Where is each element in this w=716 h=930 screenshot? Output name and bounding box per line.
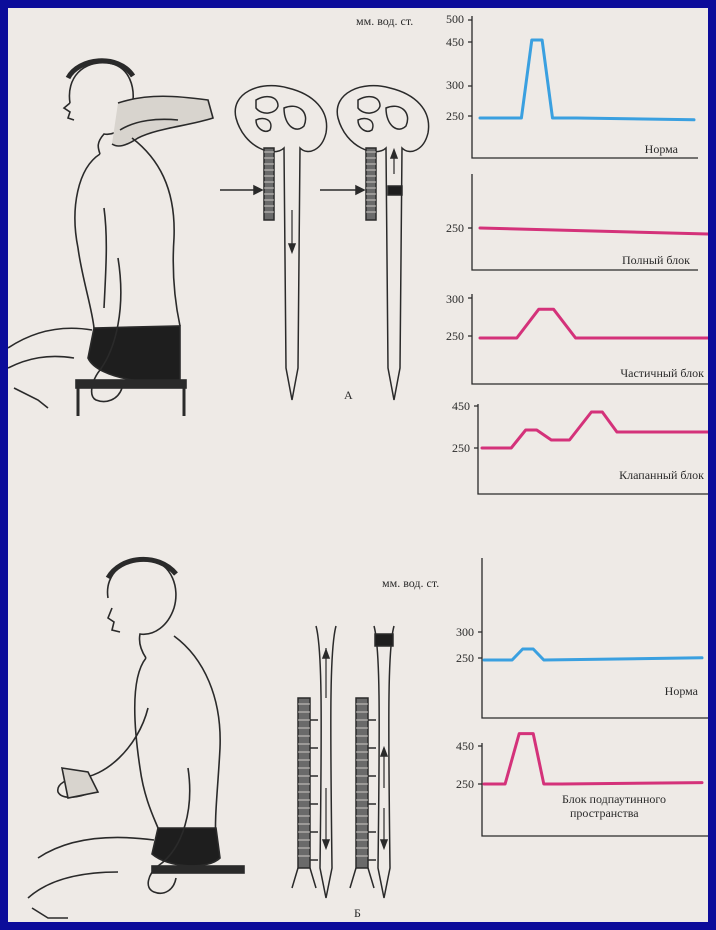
pressure-trace-a-2 bbox=[480, 309, 708, 338]
tick-a0-3: 250 bbox=[434, 109, 464, 124]
caption-partial-block: Частичный блок bbox=[620, 366, 704, 381]
tick-b1-0: 450 bbox=[444, 739, 474, 754]
spinal-diagram-a-block bbox=[320, 86, 429, 400]
caption-norm-b: Норма bbox=[665, 684, 698, 699]
section-letter-b: Б bbox=[354, 906, 361, 921]
tick-b0-1: 250 bbox=[444, 651, 474, 666]
caption-subarachnoid-line1: Блок подпаутинного bbox=[562, 792, 666, 806]
tick-a1-0: 250 bbox=[434, 221, 464, 236]
pressure-trace-a-0 bbox=[480, 40, 694, 120]
chart-series-group-b bbox=[484, 649, 702, 784]
pressure-trace-a-1 bbox=[480, 228, 708, 234]
tick-a0-2: 300 bbox=[434, 78, 464, 93]
pressure-trace-b-0 bbox=[484, 649, 702, 660]
tick-a0-0: 500 bbox=[434, 12, 464, 27]
spinal-diagram-a-normal bbox=[220, 86, 327, 400]
spinal-diagram-b-normal bbox=[292, 626, 336, 898]
tick-a2-1: 250 bbox=[434, 329, 464, 344]
caption-subarachnoid-block: Блок подпаутинного пространства bbox=[562, 792, 666, 820]
caption-full-block: Полный блок bbox=[622, 253, 690, 268]
tick-b1-1: 250 bbox=[444, 777, 474, 792]
patient-figure-a bbox=[8, 61, 213, 416]
tick-a0-1: 450 bbox=[434, 35, 464, 50]
figure-page: мм. вод. ст. 500 450 300 250 Норма 250 П… bbox=[8, 8, 708, 922]
tick-a3-0: 450 bbox=[440, 399, 470, 414]
section-letter-a: А bbox=[344, 388, 353, 403]
caption-norm-a: Норма bbox=[645, 142, 678, 157]
chart-series-group-a bbox=[480, 40, 708, 448]
caption-valve-block: Клапанный блок bbox=[619, 468, 704, 483]
pressure-trace-b-1 bbox=[484, 734, 702, 784]
unit-label-a: мм. вод. ст. bbox=[356, 14, 413, 29]
illustration-canvas bbox=[8, 8, 708, 922]
tick-a2-0: 300 bbox=[434, 292, 464, 307]
tick-a3-1: 250 bbox=[440, 441, 470, 456]
patient-figure-b bbox=[28, 559, 244, 918]
tick-b0-0: 300 bbox=[444, 625, 474, 640]
spinal-diagram-b-block bbox=[350, 626, 394, 898]
pressure-trace-a-3 bbox=[482, 412, 708, 448]
unit-label-b: мм. вод. ст. bbox=[382, 576, 439, 591]
caption-subarachnoid-line2: пространства bbox=[562, 806, 666, 820]
